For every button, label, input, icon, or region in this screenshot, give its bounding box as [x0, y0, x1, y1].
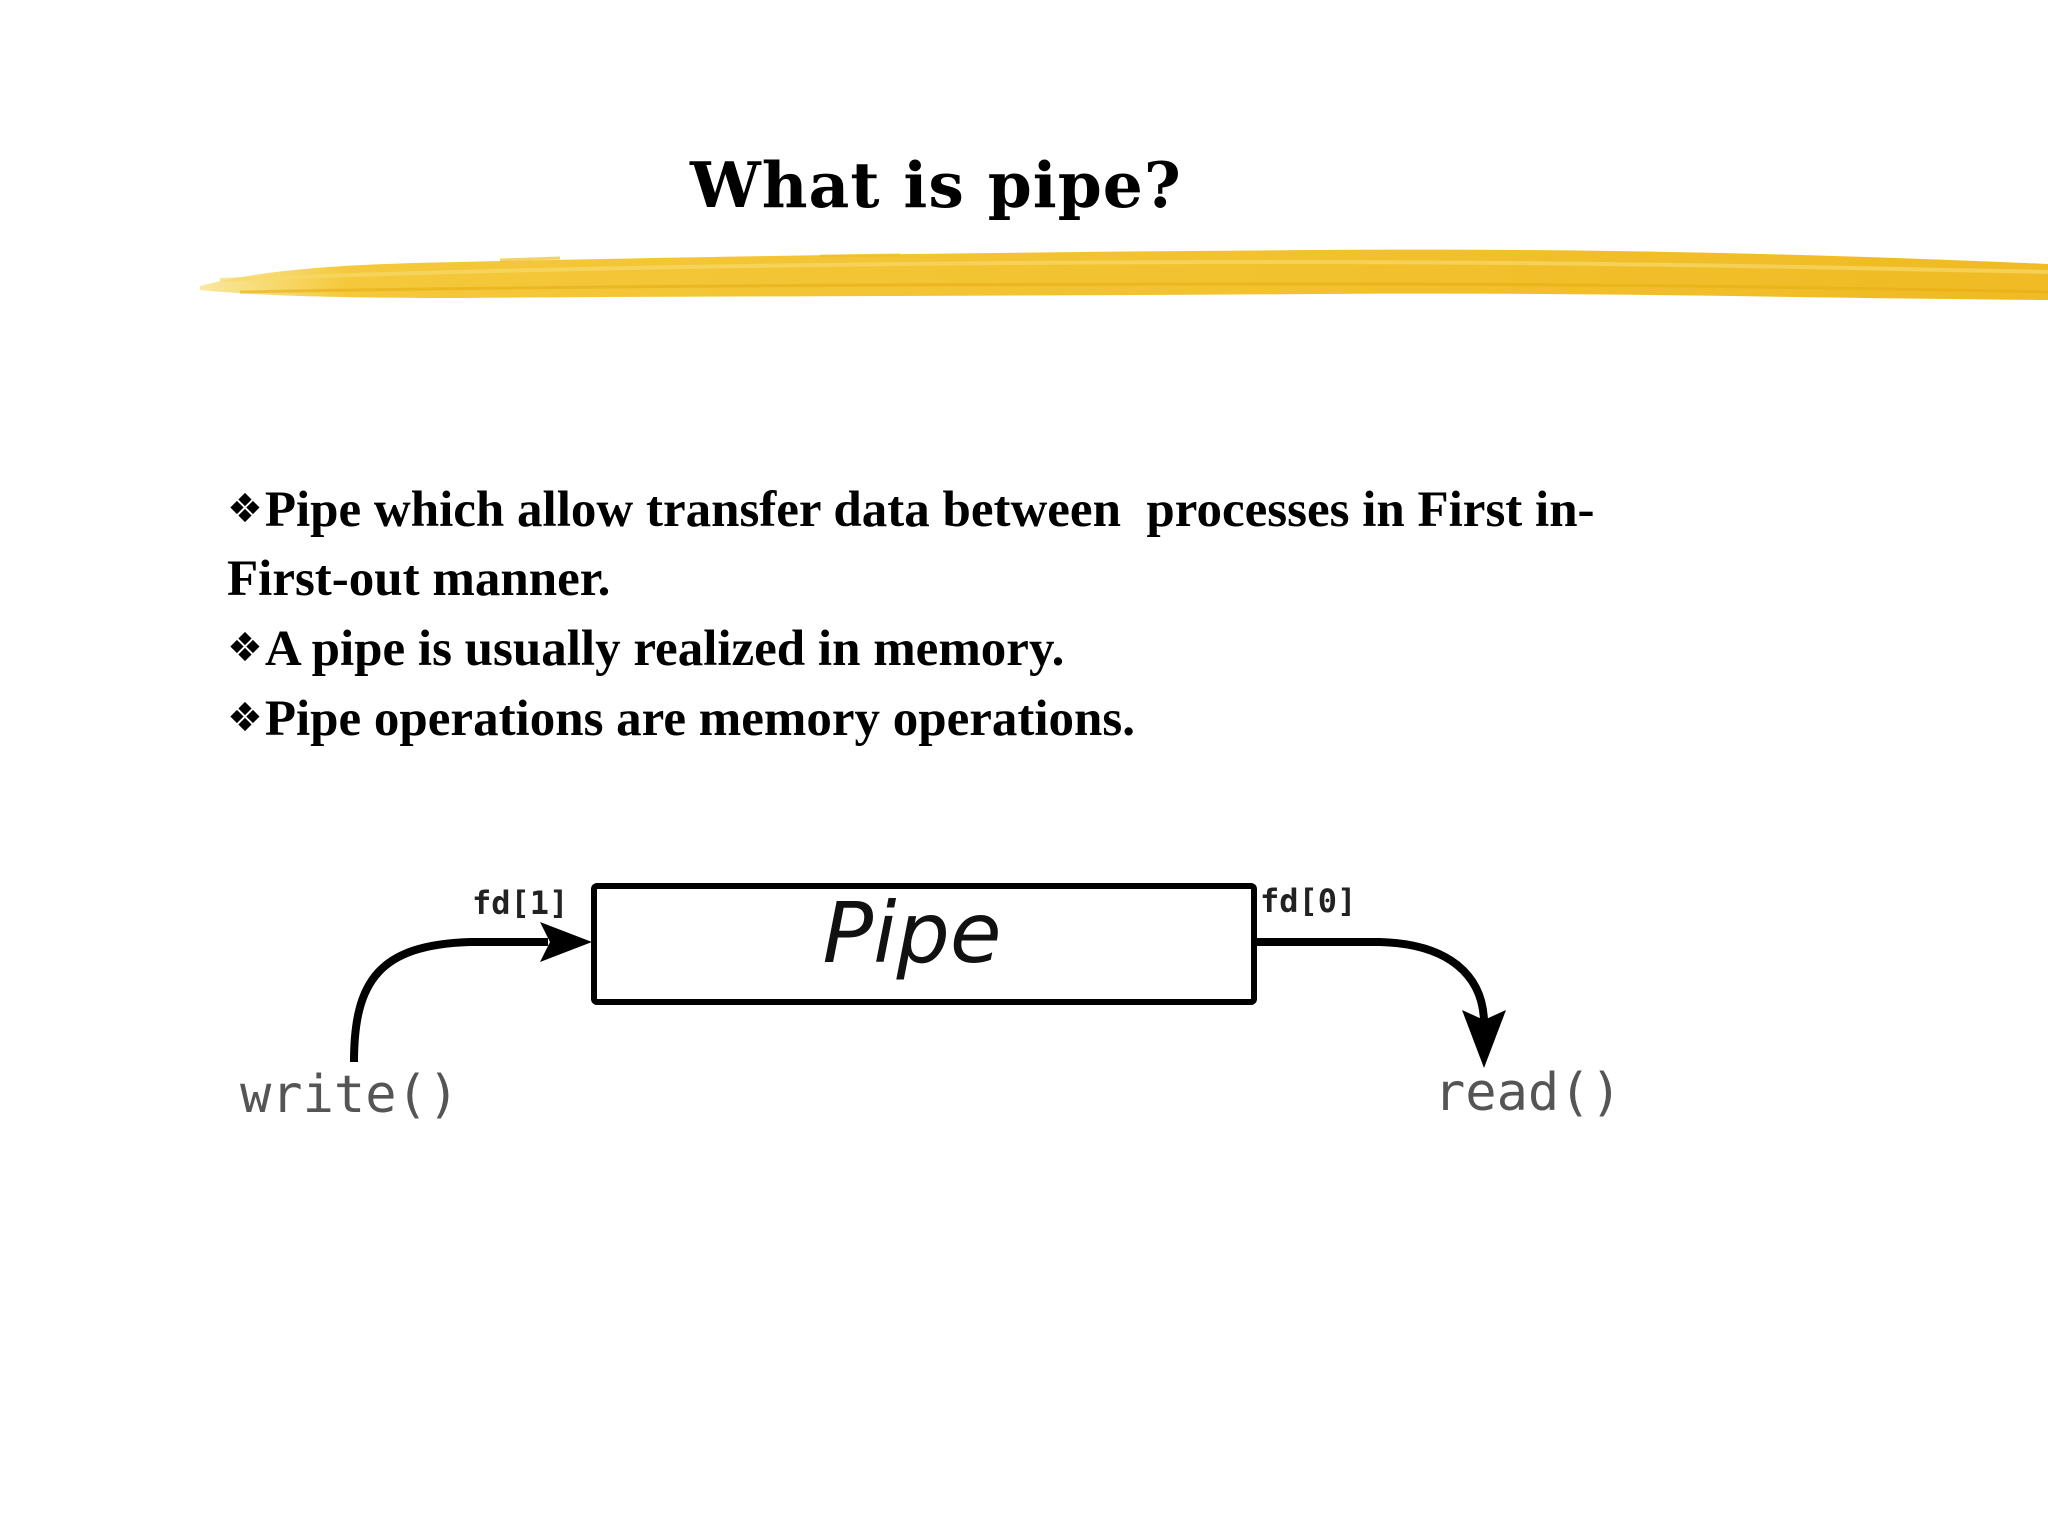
- read-arrow: [1254, 938, 1488, 1021]
- bullet-text: First-out manner.: [227, 551, 611, 607]
- bullet-line-1-continued: First-out manner.: [227, 545, 1827, 614]
- four-diamond-bullet-icon: ❖: [227, 486, 263, 532]
- write-fd-label: fd[1]: [472, 884, 568, 922]
- read-arrowhead-icon: [1462, 1010, 1506, 1068]
- write-call-label: write(): [240, 1065, 459, 1125]
- bullet-text: Pipe operations are memory operations.: [264, 691, 1136, 747]
- write-arrow: [350, 938, 548, 1063]
- bullet-line-3: ❖Pipe operations are memory operations.: [227, 684, 1827, 754]
- title-underline-brush-stroke: [200, 249, 2048, 300]
- bullet-text: A pipe is usually realized in memory.: [264, 621, 1065, 677]
- bullet-list: ❖Pipe which allow transfer data between …: [227, 475, 1827, 754]
- bullet-text: Pipe which allow transfer data between p…: [264, 482, 1595, 538]
- four-diamond-bullet-icon: ❖: [227, 625, 263, 671]
- four-diamond-bullet-icon: ❖: [227, 695, 263, 741]
- read-call-label: read(): [1434, 1063, 1622, 1123]
- slide-title: What is pipe?: [690, 148, 1182, 222]
- read-fd-label: fd[0]: [1260, 882, 1356, 920]
- pipe-label: Pipe: [823, 884, 1002, 982]
- bullet-line-2: ❖A pipe is usually realized in memory.: [227, 614, 1827, 684]
- bullet-line-1: ❖Pipe which allow transfer data between …: [227, 475, 1827, 545]
- write-arrowhead-icon: [540, 922, 592, 962]
